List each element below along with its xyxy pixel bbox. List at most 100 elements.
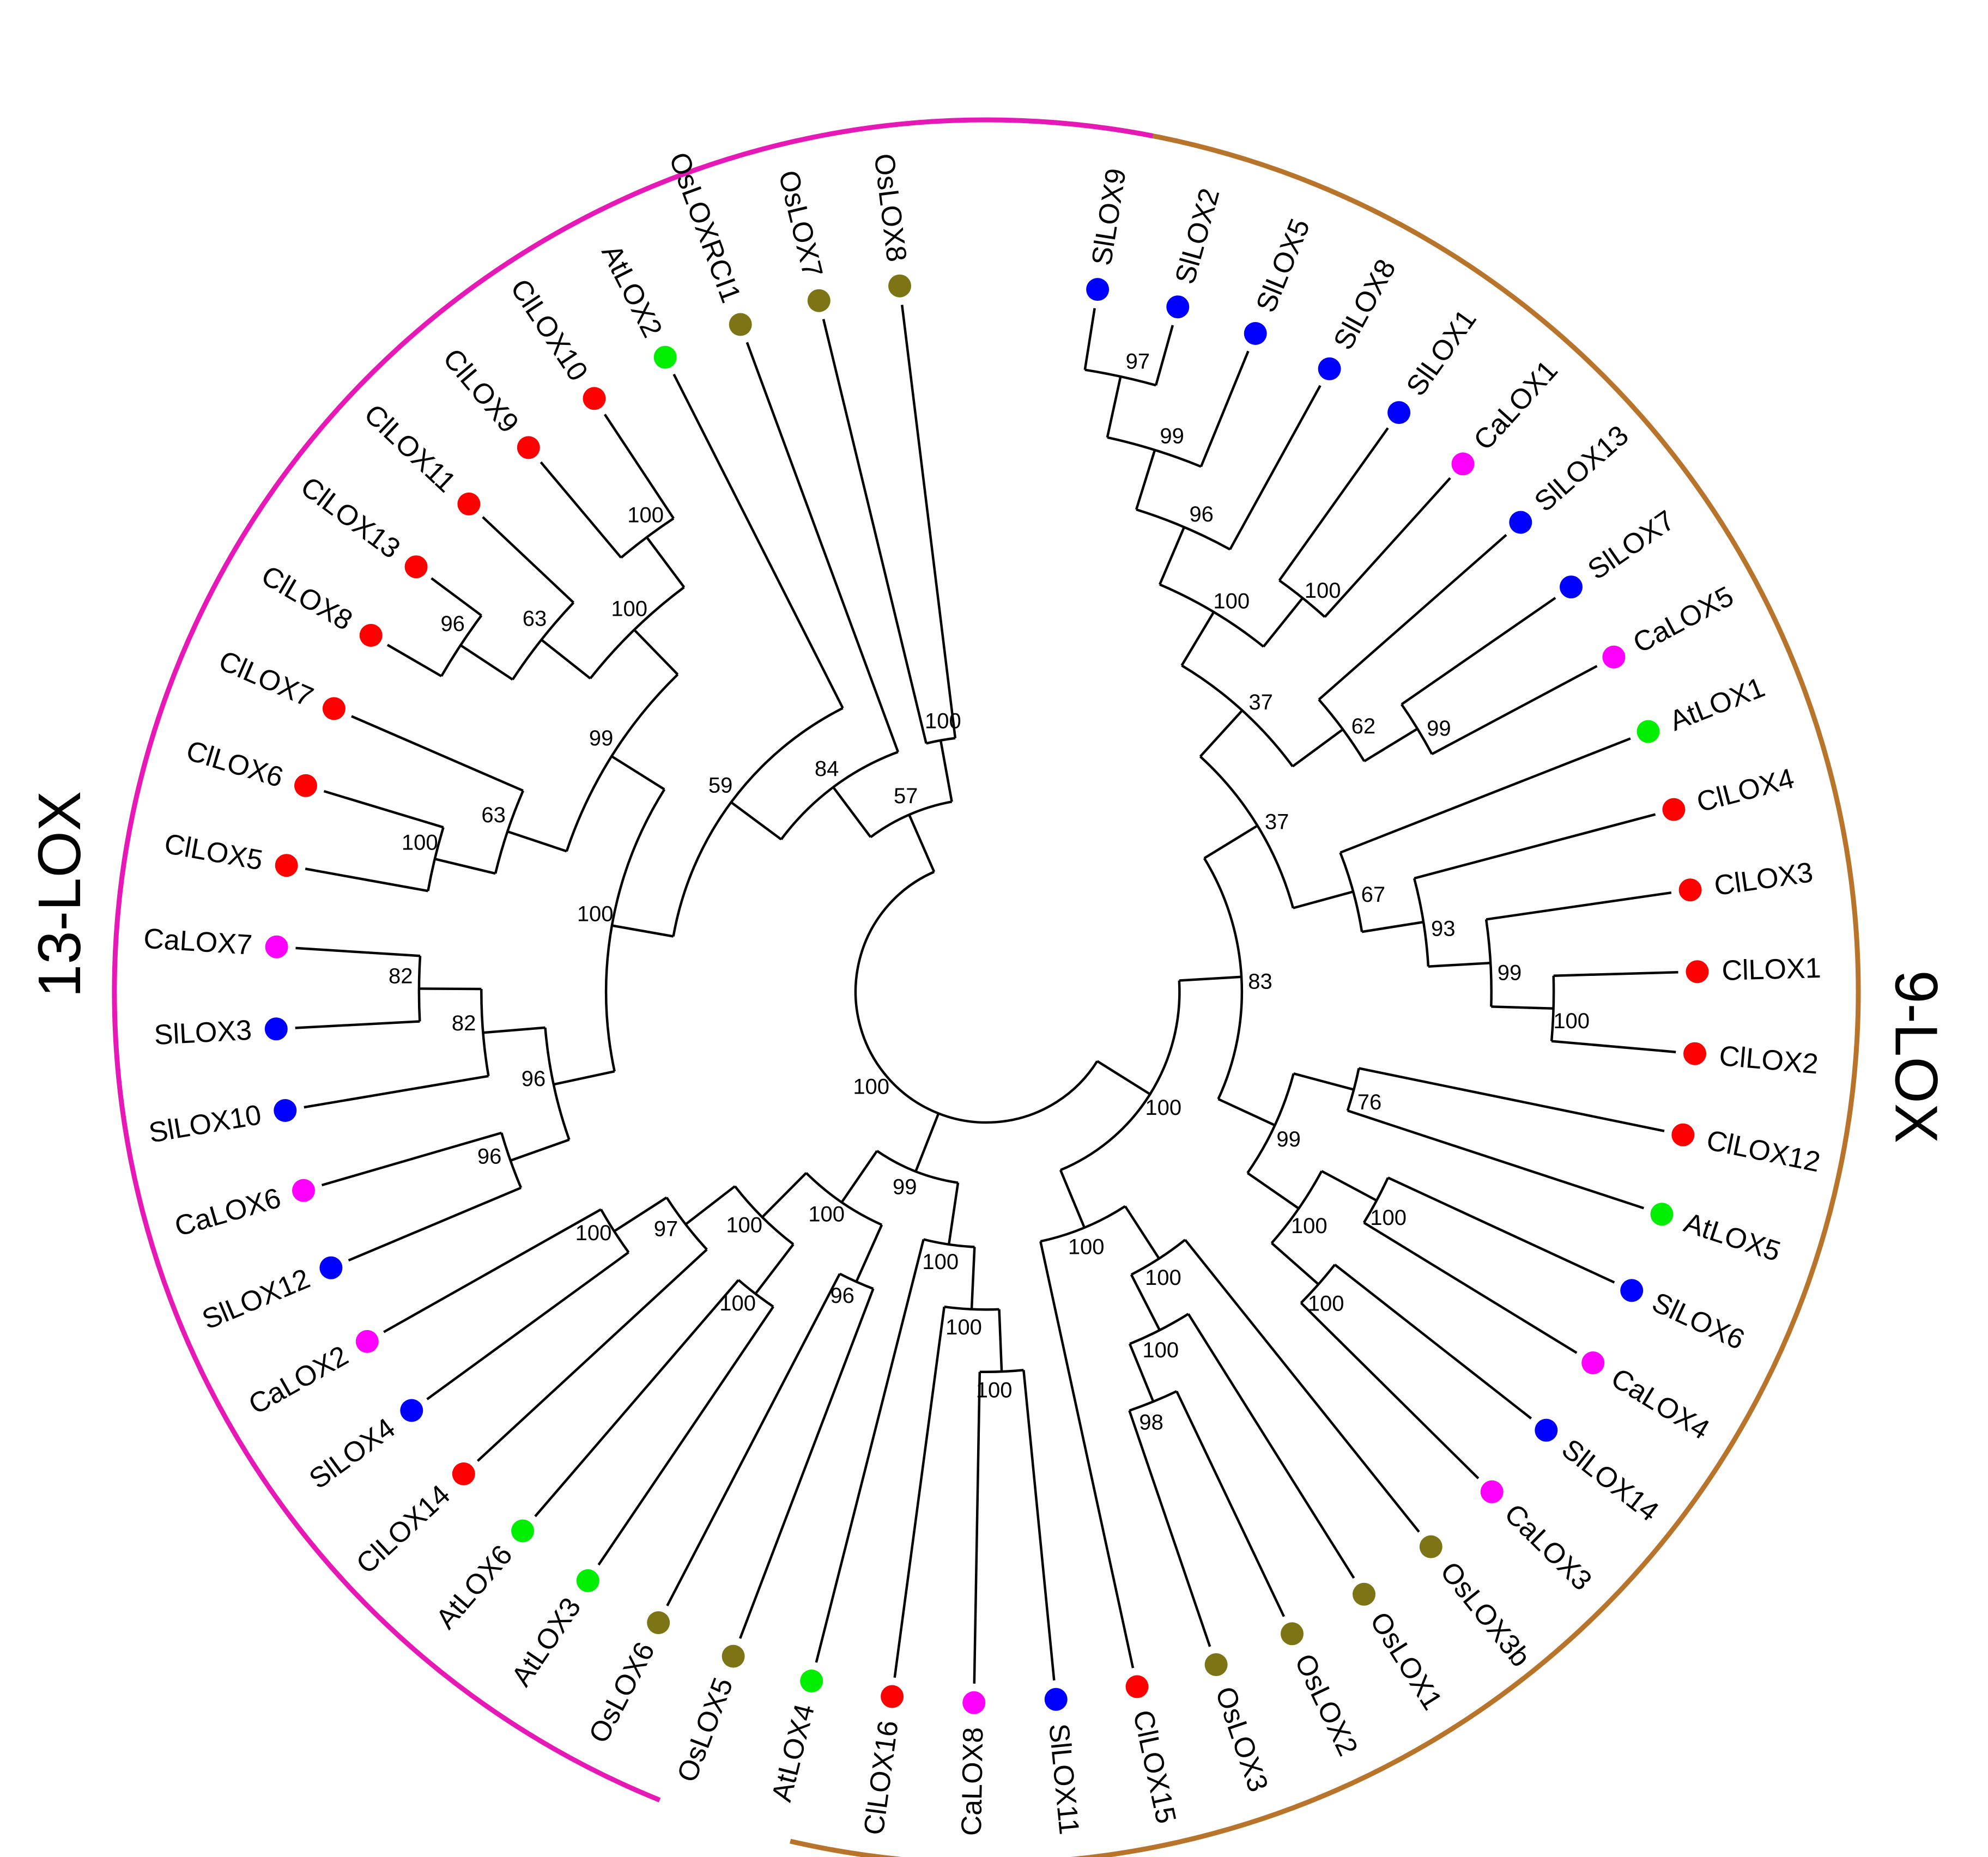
- leaf-label: OsLOX6: [583, 1637, 662, 1749]
- branch-line: [998, 1309, 1003, 1372]
- branch-line: [482, 516, 574, 604]
- branch-arc: [1159, 583, 1265, 648]
- bootstrap-value: 100: [808, 1202, 845, 1226]
- species-dot: [1560, 575, 1583, 599]
- branch-line: [900, 305, 957, 738]
- branch-line: [540, 461, 622, 559]
- bootstrap-value: 98: [1139, 1410, 1163, 1434]
- leaf-label: OsLOX1: [1363, 1606, 1448, 1715]
- leaf-label: AtLOX1: [1665, 671, 1769, 737]
- branch-arc: [780, 750, 899, 840]
- branch-line: [321, 1131, 502, 1187]
- branch-line: [970, 1247, 976, 1309]
- branch-arc: [604, 788, 666, 1072]
- branch-line: [947, 1182, 960, 1245]
- species-dot: [1620, 1279, 1644, 1302]
- species-dot: [274, 1099, 297, 1122]
- leaf-label: CaLOX2: [244, 1340, 354, 1421]
- bootstrap-value: 63: [481, 803, 506, 827]
- species-dot: [1637, 720, 1660, 743]
- leaf-label: SlLOX13: [1529, 420, 1635, 518]
- branch-arc: [1278, 579, 1326, 618]
- branch-arc: [1270, 1170, 1323, 1244]
- species-dot: [400, 1399, 423, 1422]
- leaf-label: ClLOX2: [1718, 1040, 1819, 1081]
- species-dot: [1602, 645, 1626, 669]
- branch-line: [1130, 1274, 1161, 1331]
- leaf-label: CaLOX6: [171, 1182, 284, 1242]
- leaf-label: ClLOX14: [350, 1479, 456, 1580]
- branch-line: [1154, 325, 1174, 386]
- bootstrap-value: 96: [522, 1067, 546, 1091]
- species-dot: [1451, 452, 1475, 476]
- clade-label-13-lox: 13-LOX: [26, 791, 93, 998]
- branch-line: [431, 577, 482, 617]
- bootstrap-value: 100: [922, 1250, 959, 1274]
- branch-line: [459, 644, 513, 681]
- bootstrap-value: 96: [1189, 502, 1214, 526]
- leaf-label: SlLOX3: [153, 1015, 252, 1051]
- branch-line: [603, 414, 675, 519]
- leaf-label: SlLOX10: [147, 1099, 264, 1149]
- branch-line: [1324, 477, 1451, 618]
- bootstrap-value: 76: [1357, 1090, 1382, 1114]
- bootstrap-value: 93: [1431, 917, 1456, 940]
- leaf-label: ClLOX6: [183, 735, 287, 793]
- bootstrap-value: 59: [708, 774, 733, 798]
- branch-line: [1129, 1343, 1155, 1403]
- branch-arc: [1318, 699, 1366, 762]
- leaf-label: OsLOX3: [1209, 1683, 1274, 1795]
- branch-line: [541, 639, 591, 679]
- branch-line: [1293, 1072, 1354, 1091]
- species-dot: [1204, 1653, 1228, 1676]
- leaf-label: SlLOX4: [304, 1412, 401, 1495]
- branch-line: [1293, 890, 1354, 909]
- clade-label-9-lox: 9-LOX: [1882, 970, 1949, 1143]
- branch-arc: [805, 1172, 883, 1226]
- species-dot: [881, 1685, 904, 1708]
- branch-line: [738, 1288, 875, 1639]
- bootstrap-value: 99: [1160, 424, 1184, 448]
- species-dot: [452, 1462, 475, 1485]
- leaf-label: ClLOX9: [437, 343, 525, 439]
- species-dot: [1662, 798, 1686, 821]
- species-dot: [800, 1670, 823, 1692]
- branch-arc: [1484, 919, 1493, 1007]
- branch-line: [893, 1306, 945, 1678]
- bootstrap-value: 96: [440, 612, 465, 636]
- bootstrap-value: 84: [815, 757, 839, 781]
- leaf-label: CaLOX8: [956, 1727, 989, 1836]
- branch-line: [1431, 665, 1598, 755]
- branch-line: [426, 1251, 629, 1400]
- branch-line: [1246, 1172, 1300, 1210]
- branch-line: [1039, 1241, 1135, 1668]
- branch-line: [815, 1239, 925, 1663]
- species-dot: [729, 313, 752, 336]
- branch-arc: [1181, 664, 1294, 767]
- branch-line: [1217, 1097, 1276, 1127]
- bootstrap-value: 100: [1145, 1096, 1181, 1120]
- branch-line: [855, 1224, 883, 1283]
- bootstrap-value: 100: [402, 831, 438, 855]
- species-dot: [1686, 960, 1709, 984]
- clade-arc-9-lox: [790, 119, 1861, 1857]
- branch-arc: [480, 988, 490, 1077]
- branch-line: [1486, 891, 1672, 921]
- leaf-label: AtLOX5: [1680, 1207, 1784, 1268]
- leaf-label: AtLOX2: [595, 240, 668, 343]
- branch-line: [597, 1306, 774, 1566]
- branch-line: [633, 629, 679, 676]
- bootstrap-value: 83: [1248, 969, 1272, 993]
- branch-line: [1128, 1410, 1211, 1647]
- leaf-label: AtLOX4: [766, 1701, 821, 1805]
- leaf-label: CaLOX3: [1498, 1498, 1598, 1597]
- tree-branches: [295, 305, 1678, 1684]
- branch-line: [914, 1113, 940, 1172]
- leaf-label: AtLOX6: [430, 1539, 519, 1635]
- branch-arc: [620, 517, 675, 559]
- branch-arc: [672, 707, 844, 937]
- bootstrap-value: 99: [893, 1175, 917, 1199]
- branch-line: [684, 1185, 736, 1225]
- branch-line: [295, 946, 421, 957]
